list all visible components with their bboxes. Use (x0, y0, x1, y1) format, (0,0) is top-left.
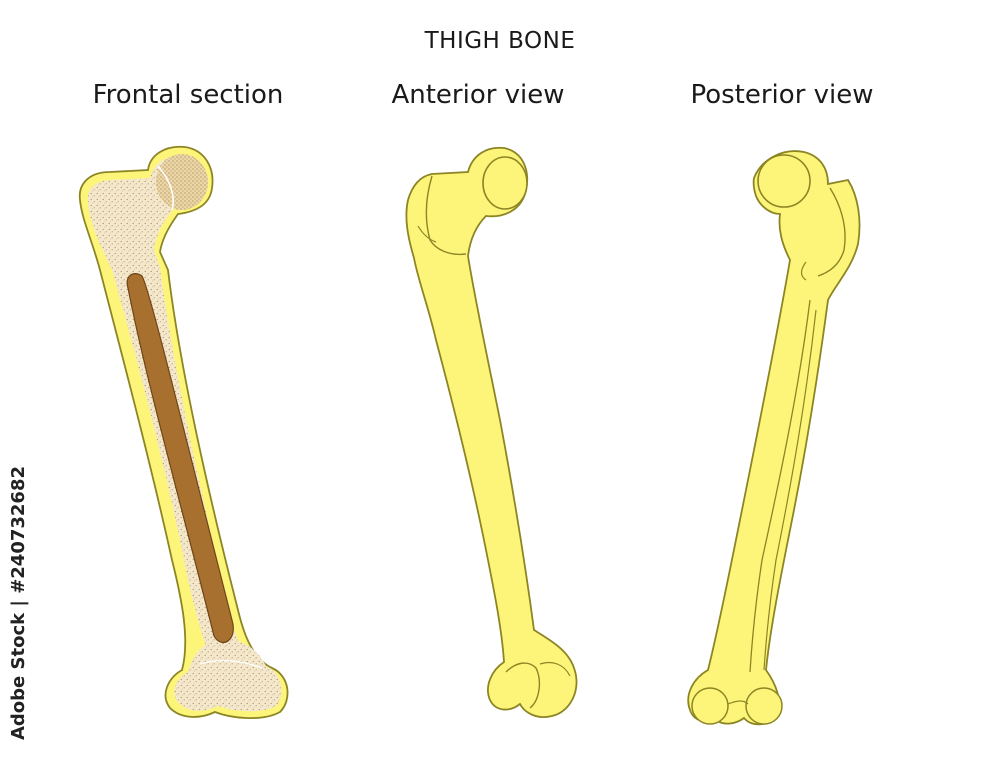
intertrochanteric-line (425, 175, 467, 256)
anterior-view-label: Anterior view (391, 80, 565, 110)
epiphyseal-line (157, 165, 174, 211)
anterior-view-bone (405, 146, 578, 718)
posterior-femoral-head (757, 154, 811, 208)
anterior-patellar-surface (505, 662, 541, 709)
medullary-cavity (126, 273, 234, 643)
linea-aspera (749, 299, 811, 673)
anterior-femur-outline (405, 146, 578, 718)
intertrochanteric-crest (817, 187, 846, 277)
frontal-section-bone (78, 145, 289, 719)
distal-spongy-bone (174, 640, 282, 712)
lateral-condyle (745, 687, 783, 725)
posterior-view-label: Posterior view (690, 80, 874, 110)
femoral-head-section (156, 154, 208, 210)
medial-condyle (691, 687, 729, 725)
posterior-femur-outline (687, 150, 861, 726)
posterior-view-bone (687, 150, 861, 726)
stock-image-id: Adobe Stock | #240732682 (8, 465, 29, 740)
diagram-title: THIGH BONE (424, 28, 576, 54)
frontal-section-label: Frontal section (92, 80, 284, 110)
anterior-femoral-head (482, 156, 528, 210)
